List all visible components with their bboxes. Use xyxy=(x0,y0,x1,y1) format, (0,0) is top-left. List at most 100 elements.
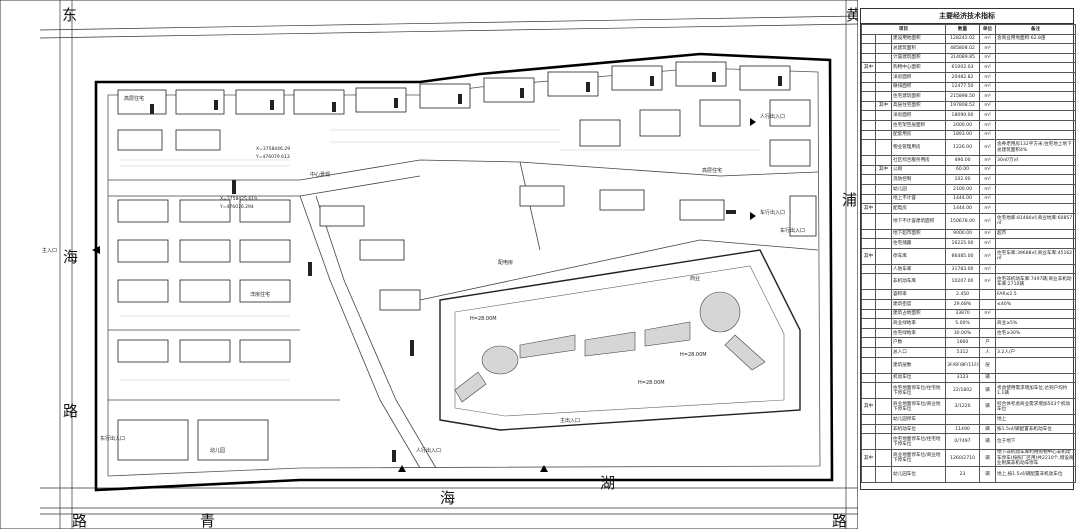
row-subgroup-cell xyxy=(875,62,892,73)
gate-label-2: 主入口 xyxy=(42,247,57,254)
row-unit-cell: m² xyxy=(979,139,997,157)
road-label-top-right: 黄 xyxy=(846,6,858,24)
row-unit-cell xyxy=(979,289,997,301)
row-group-cell xyxy=(861,81,876,93)
core-marks xyxy=(150,72,782,462)
row-subgroup-cell xyxy=(875,183,892,195)
row-item-cell: 住宅建筑面积 xyxy=(890,91,947,102)
row-remark-cell: 住宅车库:39688㎡;商业车库:45162㎡ xyxy=(995,247,1077,265)
row-unit-cell: 辆 xyxy=(979,382,997,400)
row-group-cell xyxy=(861,183,876,195)
row-item-cell: 洋房面积 xyxy=(890,71,947,83)
coord-label-3: X=3758425.619 xyxy=(220,196,257,202)
row-unit-cell: 人 xyxy=(979,347,997,358)
row-group-cell xyxy=(861,289,876,301)
row-value-cell: 1893.00 xyxy=(945,129,981,141)
row-item-cell: 公厕 xyxy=(890,164,947,176)
row-item-cell: 住宅绿地率 xyxy=(890,327,947,339)
table-header-row: 项目 数量 单位 备注 xyxy=(860,24,1077,35)
row-unit-cell: m² xyxy=(979,247,997,265)
row-item-cell: 配电房 xyxy=(890,203,947,214)
site-plan-svg: 东 黄 海 路 路 青 海 湖 路 浦 东行出入口 主入口 人行出入口 车行出入… xyxy=(0,0,858,529)
row-remark-cell: 按1.5㎡/辆配置非机动车位 xyxy=(995,423,1077,435)
row-unit-cell: 辆 xyxy=(979,433,997,451)
row-remark-cell xyxy=(995,183,1077,195)
row-remark-cell xyxy=(995,238,1077,249)
row-value-cell: 197808.52 xyxy=(945,100,981,112)
row-unit-cell: m² xyxy=(979,193,997,205)
row-remark-cell xyxy=(995,164,1077,176)
row-group-cell xyxy=(861,382,876,400)
row-value-cell: 485808.02 xyxy=(945,43,981,54)
row-value-cell: 0/7497 xyxy=(945,433,981,451)
road-label-bottom-b2: 路 xyxy=(72,512,87,529)
row-remark-cell: 综合体考虑商业需求增加503个机动车位 xyxy=(995,398,1077,416)
row-value-cell: 20482.82 xyxy=(945,71,981,83)
road-label-left-a: 海 xyxy=(63,248,78,266)
row-remark-cell xyxy=(995,308,1077,320)
gate-label-7: 人行出入口 xyxy=(416,447,441,454)
row-group-cell xyxy=(861,263,876,275)
row-item-cell: 购物中心面积 xyxy=(890,62,947,73)
buildings-top-row xyxy=(117,61,791,115)
row-value-cell xyxy=(945,414,981,425)
row-remark-cell: ≤40% xyxy=(995,299,1077,310)
row-item-cell: 总人口 xyxy=(890,347,947,358)
row-value-cell: 3/1220 xyxy=(945,398,981,416)
row-group-cell xyxy=(861,337,876,349)
row-group-cell xyxy=(861,273,876,291)
row-item-cell: 住宅架空层面积 xyxy=(890,119,947,131)
row-subgroup-cell xyxy=(875,155,892,166)
row-unit-cell: m² xyxy=(979,238,997,249)
row-group-cell xyxy=(861,100,876,112)
row-value-cell: 22/1802 xyxy=(945,382,981,400)
row-subgroup-cell xyxy=(875,247,892,265)
row-unit-cell: m² xyxy=(979,183,997,195)
row-subgroup-cell xyxy=(875,91,892,102)
row-subgroup-cell xyxy=(875,308,892,320)
row-value-cell: 5312 xyxy=(945,347,981,358)
row-item-cell: 计容建筑面积 xyxy=(890,52,947,64)
row-value-cell: 31783.00 xyxy=(945,263,981,275)
header-unit: 单位 xyxy=(979,24,997,35)
row-value-cell: 18090.00 xyxy=(945,110,981,121)
row-item-cell: 非机动车位 xyxy=(890,423,947,435)
row-unit-cell: m² xyxy=(979,228,997,240)
row-remark-cell: 含商业用地面积:62.8亩 xyxy=(995,33,1077,45)
coord-label-2: Y=476079.613 xyxy=(255,154,290,160)
row-item-cell: 幼儿园车位 xyxy=(890,466,947,484)
row-unit-cell: m² xyxy=(979,203,997,214)
row-unit-cell: m² xyxy=(979,212,997,230)
row-value-cell: 1444.00 xyxy=(945,203,981,214)
row-value-cell: 5.00% xyxy=(945,318,981,329)
row-value-cell: 2100.00 xyxy=(945,183,981,195)
row-group-cell xyxy=(861,414,876,425)
row-value-cell: 3123 xyxy=(945,372,981,384)
row-remark-cell: FAR≤2.5 xyxy=(995,289,1077,301)
row-group-cell: 其中 xyxy=(861,398,876,416)
row-subgroup-cell xyxy=(875,289,892,301)
row-unit-cell: m² xyxy=(979,155,997,166)
row-item-cell: 商业地面停车位/商业地下停车位 xyxy=(890,398,947,416)
gate-label-4: 车行出入口 xyxy=(760,209,785,216)
row-item-cell: 社区综合服务用房 xyxy=(890,155,947,166)
row-value-cell: 128242.02 xyxy=(945,33,981,45)
